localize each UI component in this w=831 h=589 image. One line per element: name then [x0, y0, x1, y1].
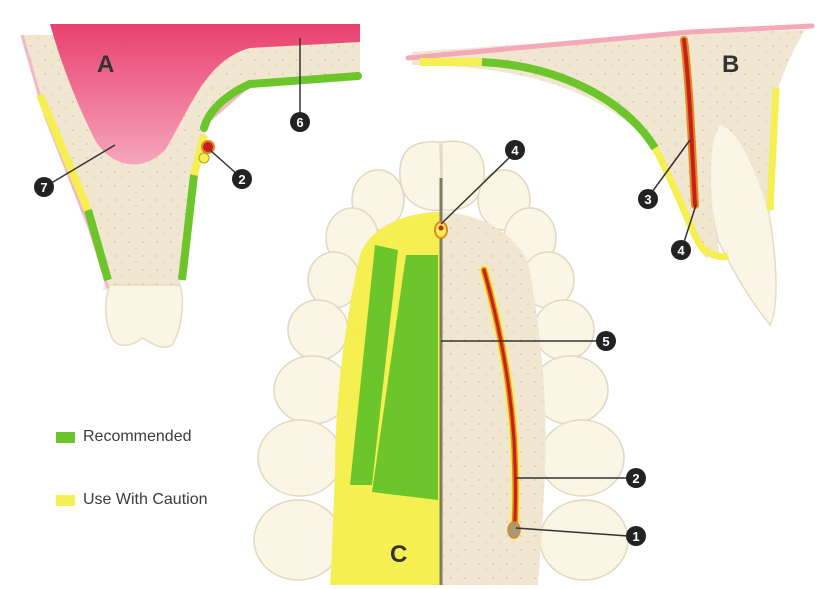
panel-c-label: C: [390, 541, 407, 568]
legend-caution: Use With Caution: [56, 491, 208, 509]
panel-b-label: B: [722, 51, 739, 78]
svg-text:2: 2: [238, 172, 245, 187]
svg-text:1: 1: [632, 529, 639, 544]
callout-a-2: 2: [232, 169, 252, 189]
callout-c-1: 1: [626, 526, 646, 546]
callout-a-7: 7: [34, 177, 54, 197]
svg-text:4: 4: [511, 143, 519, 158]
svg-text:5: 5: [602, 334, 609, 349]
svg-text:3: 3: [644, 192, 651, 207]
legend-label-recommended: Recommended: [83, 428, 192, 446]
panel-a: A 7 2 6: [22, 24, 360, 347]
panel-a-tooth-crown: [106, 285, 183, 347]
legend-recommended: Recommended: [56, 428, 192, 446]
callout-c-2: 2: [626, 468, 646, 488]
svg-text:4: 4: [677, 243, 685, 258]
panel-c: C 4 5 2 1: [254, 140, 646, 585]
legend-swatch-recommended: [56, 432, 75, 443]
svg-text:7: 7: [40, 180, 47, 195]
panel-c-greater-palatine-foramen: [508, 522, 520, 538]
callout-b-3: 3: [638, 189, 658, 209]
svg-text:2: 2: [632, 471, 639, 486]
svg-text:6: 6: [296, 115, 303, 130]
legend-label-caution: Use With Caution: [83, 491, 208, 509]
callout-a-6: 6: [290, 112, 310, 132]
panel-a-label: A: [97, 51, 114, 78]
callout-b-4: 4: [671, 240, 691, 260]
callout-c-5: 5: [596, 331, 616, 351]
legend-swatch-caution: [56, 495, 75, 506]
callout-c-4: 4: [505, 140, 525, 160]
